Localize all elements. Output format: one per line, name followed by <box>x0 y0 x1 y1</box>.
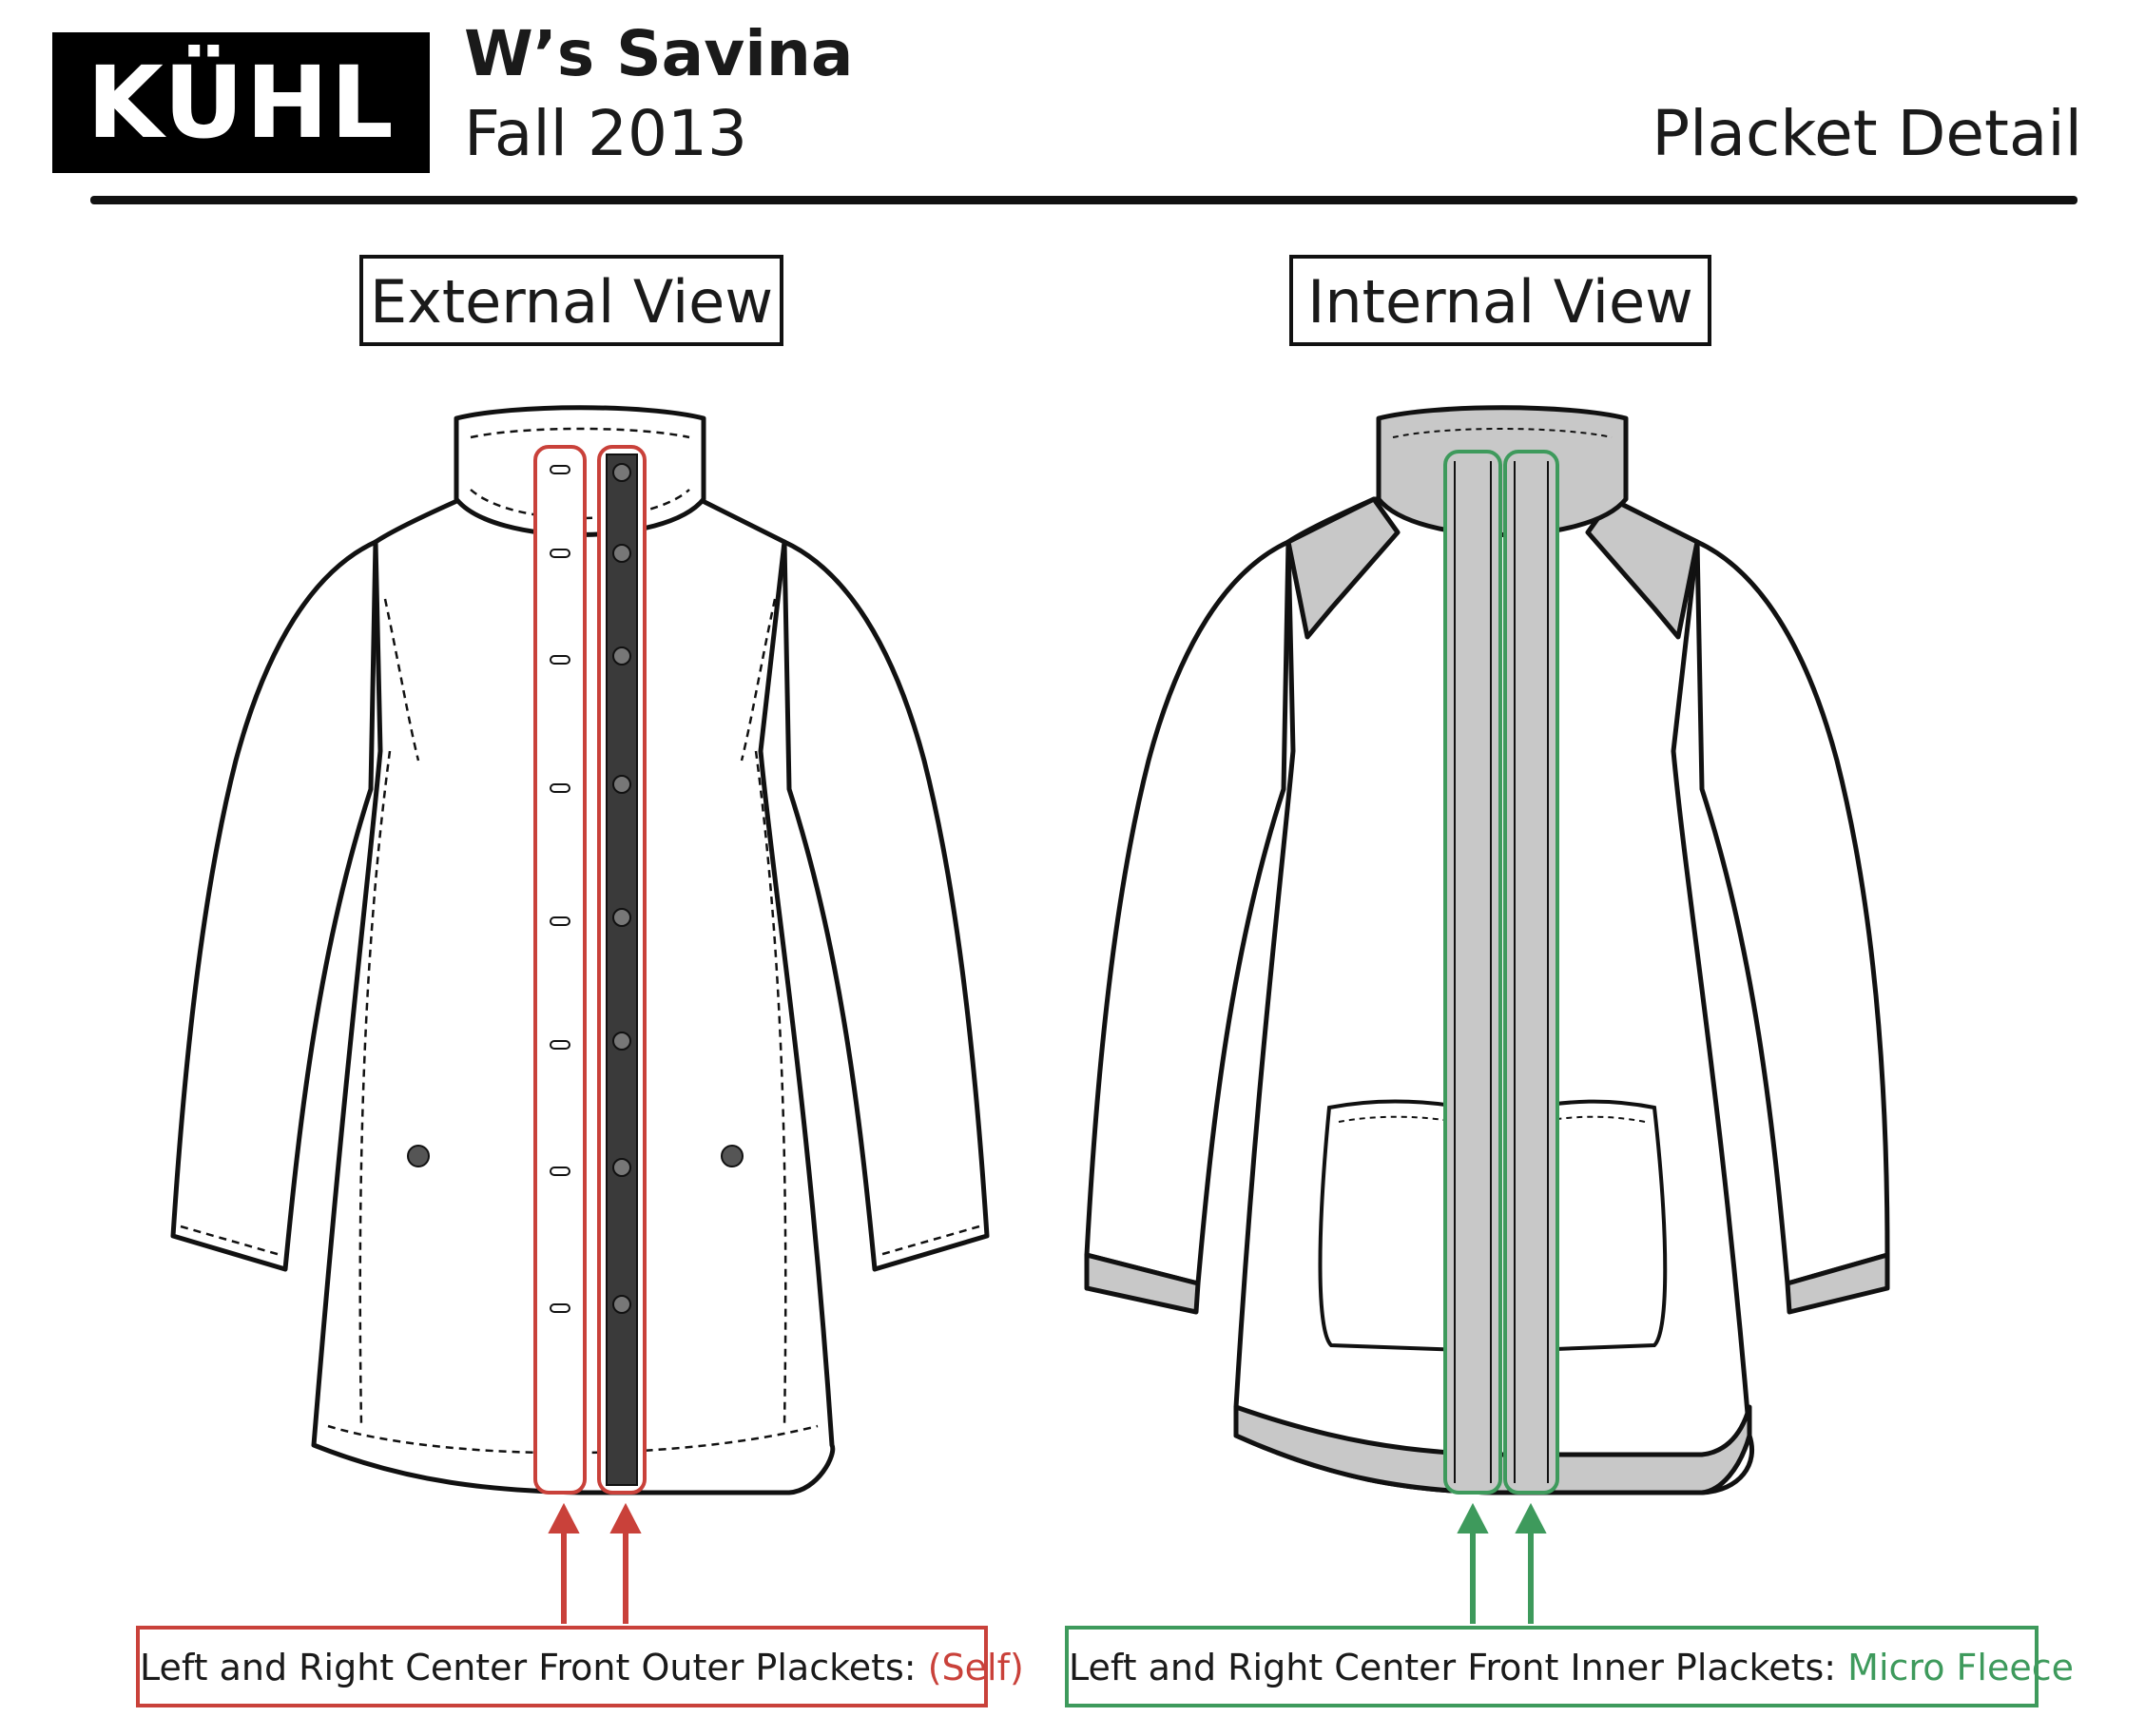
outer-placket-material: (Self) <box>927 1647 1024 1688</box>
outer-placket-text: Left and Right Center Front Outer Placke… <box>140 1647 928 1688</box>
external-left-sleeve <box>170 539 378 1272</box>
kuhl-logo: KÜHL <box>52 32 430 173</box>
internal-right-sleeve <box>1694 539 1890 1286</box>
inner-placket-material: Micro Fleece <box>1847 1647 2074 1688</box>
brand-wordmark: KÜHL <box>87 45 396 161</box>
header-divider <box>90 196 2077 204</box>
internal-view-label: Internal View <box>1289 255 1711 346</box>
external-view-label: External View <box>359 255 783 346</box>
external-right-sleeve <box>782 539 990 1272</box>
style-name: W’s Savina <box>464 17 854 90</box>
season-label: Fall 2013 <box>464 97 747 170</box>
sheet-title: Placket Detail <box>1652 97 2082 170</box>
inner-placket-text: Left and Right Center Front Inner Placke… <box>1069 1647 1848 1688</box>
inner-placket-callout: Left and Right Center Front Inner Placke… <box>1065 1626 2074 1707</box>
internal-left-sleeve <box>1084 539 1291 1286</box>
outer-placket-callout: Left and Right Center Front Outer Placke… <box>136 1626 1024 1707</box>
